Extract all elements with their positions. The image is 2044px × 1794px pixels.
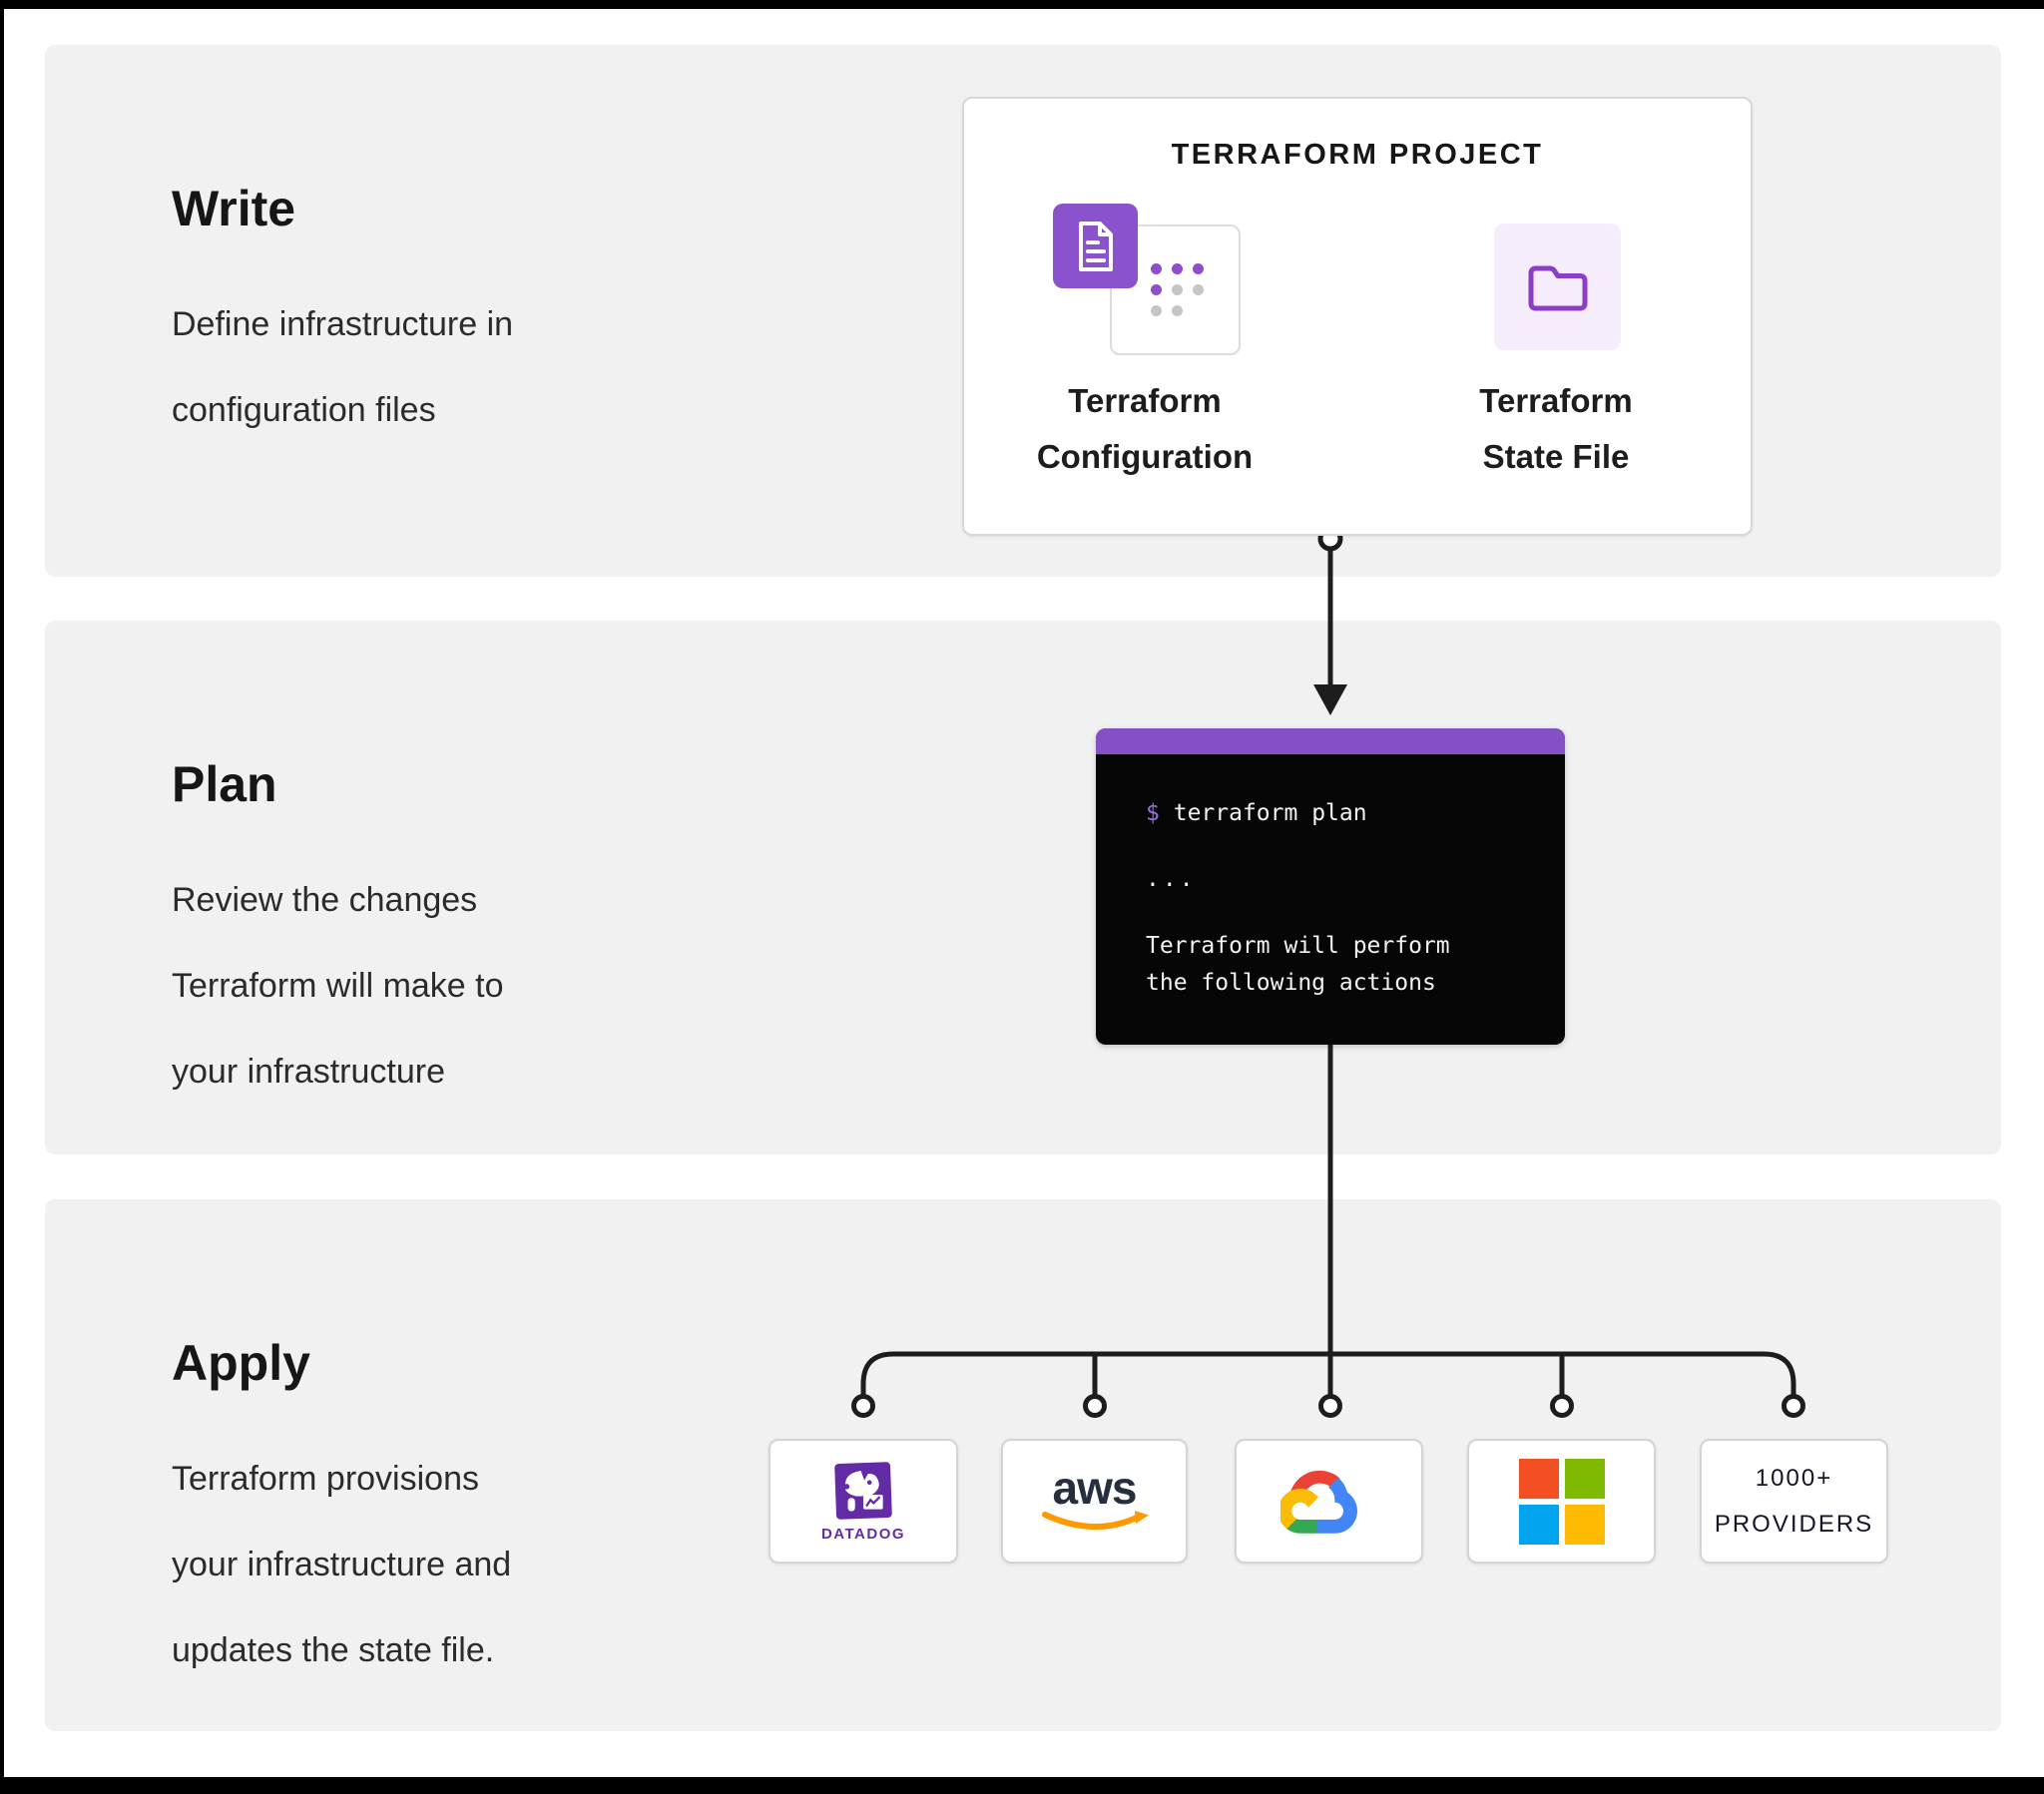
terraform-configuration-icon <box>1053 204 1138 288</box>
terraform-project-card: TERRAFORM PROJECT <box>962 97 1753 536</box>
dot <box>1151 284 1162 295</box>
write-heading: Write <box>172 181 296 236</box>
frame-left-bar <box>0 0 4 1794</box>
aws-smile-icon <box>1041 1510 1149 1530</box>
dot <box>1193 263 1204 274</box>
terminal-prompt: $ <box>1146 800 1160 826</box>
dot <box>1193 284 1204 295</box>
project-card-title: TERRAFORM PROJECT <box>1171 139 1544 171</box>
dot <box>1151 263 1162 274</box>
provider-card-google-cloud <box>1235 1439 1423 1564</box>
plan-description: Review the changes Terraform will make t… <box>172 881 504 1091</box>
terminal-output: Terraform will perform the following act… <box>1146 933 1450 996</box>
datadog-wordmark: DATADOG <box>820 1526 906 1543</box>
folder-icon <box>1528 265 1587 310</box>
google-cloud-icon <box>1279 1470 1357 1534</box>
apply-section-panel: Apply Terraform provisions your infrastr… <box>45 1199 2001 1731</box>
frame-top-bar <box>0 0 2044 9</box>
terminal-titlebar <box>1096 728 1565 754</box>
provider-card-microsoft <box>1467 1439 1656 1564</box>
frame-bottom-bar <box>0 1777 2044 1794</box>
terminal-window: $ terraform plan ... Terraform will perf… <box>1096 728 1565 1045</box>
dot <box>1172 284 1183 295</box>
terminal-ellipsis: ... <box>1146 866 1197 892</box>
aws-wordmark: aws <box>1052 1461 1138 1514</box>
apply-description: Terraform provisions your infrastructure… <box>172 1460 512 1669</box>
providers-count-label: 1000+ PROVIDERS <box>1714 1464 1874 1538</box>
plan-section-panel: Plan Review the changes Terraform will m… <box>45 621 2001 1154</box>
dot-grid-icon <box>1146 258 1209 321</box>
dot <box>1151 305 1162 316</box>
write-description: Define infrastructure in configuration f… <box>172 305 514 429</box>
terminal-command-line: $ terraform plan <box>1146 800 1367 826</box>
apply-heading: Apply <box>172 1335 310 1391</box>
terraform-configuration-label: Terraform Configuration <box>1036 382 1254 475</box>
terraform-state-file-label: Terraform State File <box>1479 382 1633 475</box>
provider-card-datadog: DATADOG <box>768 1439 958 1564</box>
provider-card-more-providers: 1000+ PROVIDERS <box>1700 1439 1888 1564</box>
document-icon <box>1078 221 1113 271</box>
plan-heading: Plan <box>172 756 277 812</box>
provider-card-aws: aws <box>1001 1439 1188 1564</box>
datadog-logo-icon <box>834 1462 892 1520</box>
dot <box>1172 263 1183 274</box>
terminal-command: terraform plan <box>1173 800 1367 826</box>
terraform-state-file-icon <box>1494 224 1621 350</box>
microsoft-logo-icon <box>1518 1458 1605 1545</box>
dot <box>1172 305 1183 316</box>
